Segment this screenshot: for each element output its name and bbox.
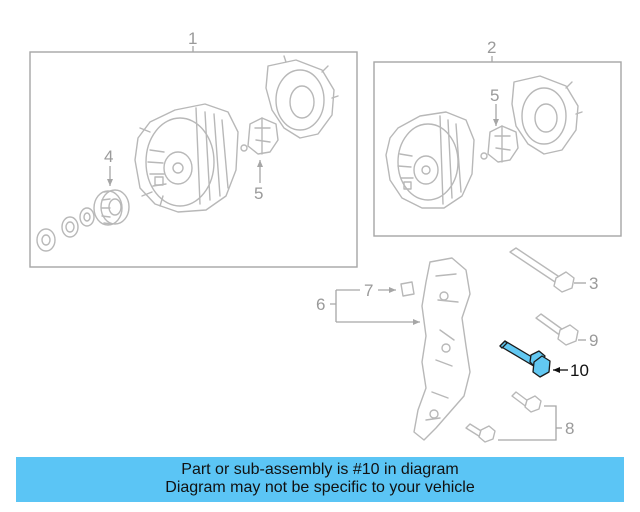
bolt-8-upper	[511, 391, 542, 413]
voltage-regulator-1	[240, 117, 279, 155]
callout-3: 3	[589, 274, 598, 293]
bolt-9	[535, 313, 579, 346]
callout-9: 9	[589, 331, 598, 350]
callout-6: 6	[316, 295, 325, 314]
alternator-body	[134, 103, 239, 213]
callout-5-assembly-2: 5	[490, 86, 499, 105]
callout-1: 1	[188, 29, 197, 48]
callout-10: 10	[570, 361, 589, 380]
alternator-assembly-1: 1	[29, 29, 358, 268]
dowel-pin	[400, 281, 415, 297]
bolt-3	[509, 247, 575, 293]
alternator-bracket	[413, 257, 471, 441]
banner-line-2: Diagram may not be specific to your vehi…	[165, 479, 475, 496]
alternator-body-2	[385, 111, 475, 209]
voltage-regulator-2	[480, 125, 519, 163]
callout-2: 2	[487, 38, 496, 57]
alternator-assembly-2: 2 5	[373, 38, 622, 237]
bolt-8-lower	[465, 423, 496, 443]
bolt-10-highlighted	[499, 340, 551, 378]
callout-5-assembly-1: 5	[254, 184, 263, 203]
assembly-2-box	[373, 61, 622, 237]
pulley-washers	[36, 207, 95, 252]
callout-7: 7	[364, 281, 373, 300]
rear-cover	[265, 55, 339, 139]
banner-line-1: Part or sub-assembly is #10 in diagram	[181, 461, 459, 478]
info-banner: Part or sub-assembly is #10 in diagram D…	[16, 457, 624, 502]
pulley	[93, 189, 130, 226]
rear-cover-2	[511, 75, 583, 155]
callout-4: 4	[104, 147, 113, 166]
callout-8: 8	[565, 419, 574, 438]
